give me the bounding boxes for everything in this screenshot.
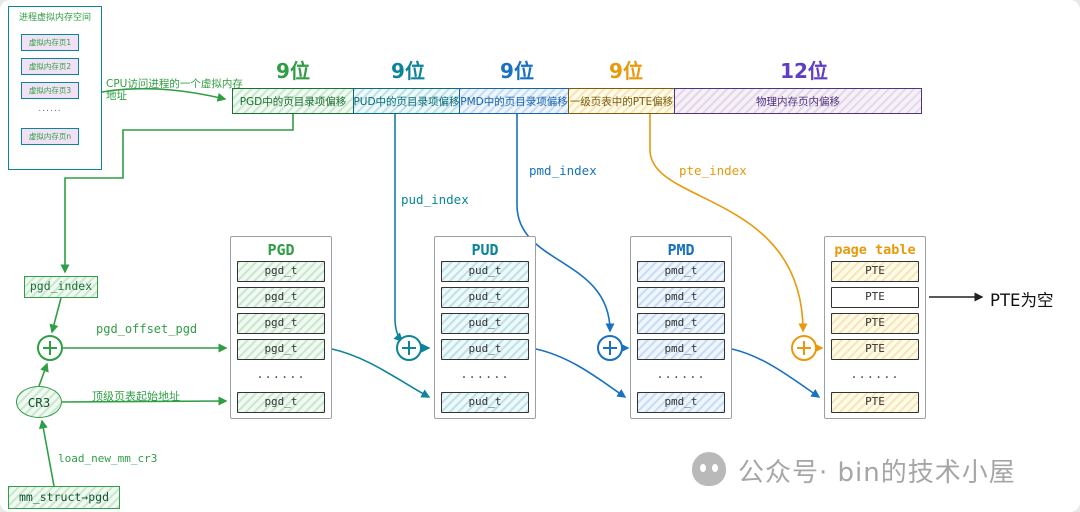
pud-row: pud_t <box>441 287 529 308</box>
pgd-table: PGD pgd_t pgd_t pgd_t pgd_t ...... pgd_t <box>230 236 332 419</box>
pgd-row: pgd_t <box>237 392 325 413</box>
cpu-access-label: CPU访问进程的一个虚拟内存地址 <box>106 78 243 102</box>
top-table-label: 顶级页表起始地址 <box>92 390 180 403</box>
line-pud-index <box>393 114 404 343</box>
ghost-icon <box>692 452 726 486</box>
pud-add-icon <box>396 335 422 361</box>
pmd-table: PMD pmd_t pmd_t pmd_t pmd_t ...... pmd_t <box>630 236 732 419</box>
pmd-table-title: PMD <box>667 241 695 259</box>
pte-add-icon <box>791 335 817 361</box>
load-cr3-label: load_new_mm_cr3 <box>58 452 158 465</box>
arrow-mmstruct-to-cr3 <box>38 419 55 487</box>
pte-index-label: pte_index <box>679 163 747 178</box>
pgd-row: pgd_t <box>237 287 325 308</box>
pud-table-title: PUD <box>471 241 499 259</box>
pgd-row: pgd_t <box>237 339 325 360</box>
vm-panel-title: 进程虚拟内存空间 <box>18 13 91 23</box>
pgd-index-box: pgd_index <box>24 276 98 298</box>
pmd-row: pmd_t <box>637 261 725 282</box>
page-table: page table PTE PTE PTE PTE ...... PTE <box>824 236 926 419</box>
pmd-row: pmd_t <box>637 392 725 413</box>
addr-seg-pmd: PMD中的页目录项偏移 <box>459 88 569 114</box>
pud-row-ellipsis: ...... <box>460 367 510 381</box>
pud-row: pud_t <box>441 339 529 360</box>
bits-offset: 12位 <box>780 59 828 83</box>
pud-index-label: pud_index <box>401 192 469 207</box>
watermark-text: 公众号· bin的技术小屋 <box>738 458 1016 488</box>
pgd-offset-label: pgd_offset_pgd <box>96 322 198 336</box>
pte-row: PTE <box>831 392 919 413</box>
vm-page-n: 虚拟内存页n <box>21 128 79 145</box>
pud-row: pud_t <box>441 392 529 413</box>
vm-page-3: 虚拟内存页3 <box>21 82 79 99</box>
pud-row: pud_t <box>441 261 529 282</box>
pmd-row: pmd_t <box>637 339 725 360</box>
pte-empty-label: PTE为空 <box>990 291 1054 310</box>
pmd-add-icon <box>597 335 623 361</box>
pmd-row-ellipsis: ...... <box>656 367 706 381</box>
pte-row-ellipsis: ...... <box>850 367 900 381</box>
pte-row: PTE <box>831 261 919 282</box>
page-table-title: page table <box>834 242 916 258</box>
addr-seg-offset: 物理内存页内偏移 <box>674 88 922 114</box>
bits-pud: 9位 <box>391 59 425 83</box>
pte-row-empty: PTE <box>831 287 919 308</box>
addr-seg-pgd: PGD中的页目录项偏移 <box>232 88 354 114</box>
vm-page-2: 虚拟内存页2 <box>21 58 79 75</box>
vm-page-1: 虚拟内存页1 <box>21 34 79 51</box>
virtual-address-bar: PGD中的页目录项偏移 PUD中的页目录项偏移 PMD中的页目录项偏移 一级页表… <box>232 88 922 114</box>
pgd-table-title: PGD <box>267 241 295 259</box>
mm-struct-box: mm_struct→pgd <box>8 486 120 509</box>
bits-pmd: 9位 <box>500 59 534 83</box>
pgd-row: pgd_t <box>237 261 325 282</box>
arrow-cr3-to-plus <box>38 362 49 387</box>
pgd-row: pgd_t <box>237 313 325 334</box>
arrow-pgdindex-to-plus <box>49 297 62 334</box>
pmd-row: pmd_t <box>637 313 725 334</box>
pmd-index-label: pmd_index <box>529 163 597 178</box>
pgd-add-icon <box>37 335 63 361</box>
ghost-eye-left <box>700 464 706 472</box>
cr3-register: CR3 <box>16 386 62 418</box>
bits-pgd: 9位 <box>276 59 310 83</box>
pgd-row-ellipsis: ...... <box>256 367 306 381</box>
bits-pte: 9位 <box>609 59 643 83</box>
pte-row: PTE <box>831 339 919 360</box>
pud-table: PUD pud_t pud_t pud_t pud_t ...... pud_t <box>434 236 536 419</box>
pud-row: pud_t <box>441 313 529 334</box>
pte-row: PTE <box>831 313 919 334</box>
addr-seg-pte: 一级页表中的PTE偏移 <box>567 88 676 114</box>
pmd-row: pmd_t <box>637 287 725 308</box>
ghost-eye-right <box>712 464 718 472</box>
vm-panel: 进程虚拟内存空间 虚拟内存页1 虚拟内存页2 虚拟内存页3 ...... 虚拟内… <box>8 6 102 170</box>
addr-seg-pud: PUD中的页目录项偏移 <box>352 88 461 114</box>
vm-page-ellipsis: ...... <box>38 104 62 114</box>
